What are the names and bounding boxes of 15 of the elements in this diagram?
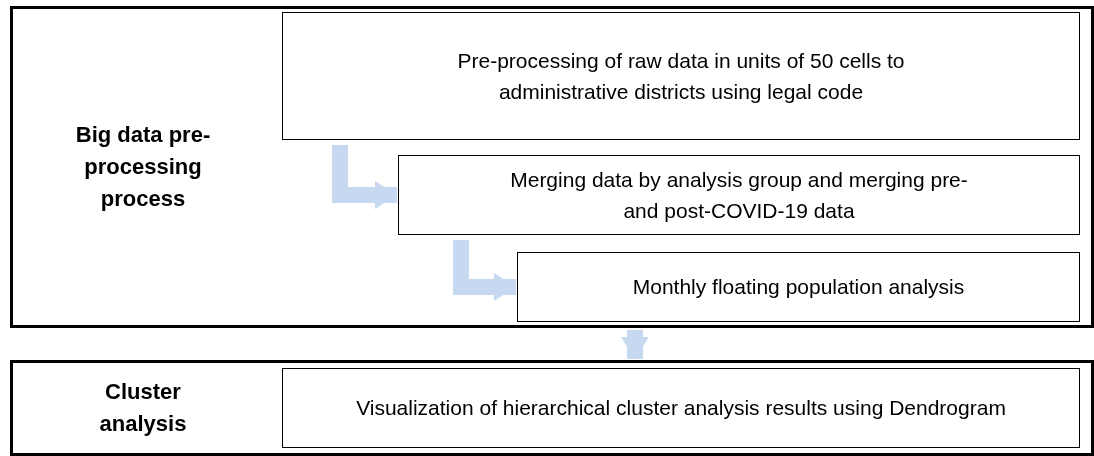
section-heading: Cluster analysis	[98, 378, 188, 438]
flow-arrow	[453, 240, 516, 301]
flow-arrow	[621, 330, 649, 359]
process-text: Pre-processing of raw data in units of 50 cells to administrative districts using legal code	[456, 47, 906, 105]
flow-arrow	[332, 145, 397, 209]
process-box	[282, 12, 1080, 140]
process-box	[398, 155, 1080, 235]
process-box	[517, 252, 1080, 322]
process-box	[282, 368, 1080, 448]
section-panel	[10, 360, 1094, 456]
process-text: Merging data by analysis group and merging pre- and post-COVID-19 data	[509, 166, 969, 224]
process-text: Monthly floating population analysis	[632, 274, 965, 301]
section-heading: Big data pre-processing process	[74, 121, 212, 213]
section-panel	[10, 6, 1094, 328]
process-text: Visualization of hierarchical cluster analysis results using Dendrogram	[356, 395, 1006, 422]
